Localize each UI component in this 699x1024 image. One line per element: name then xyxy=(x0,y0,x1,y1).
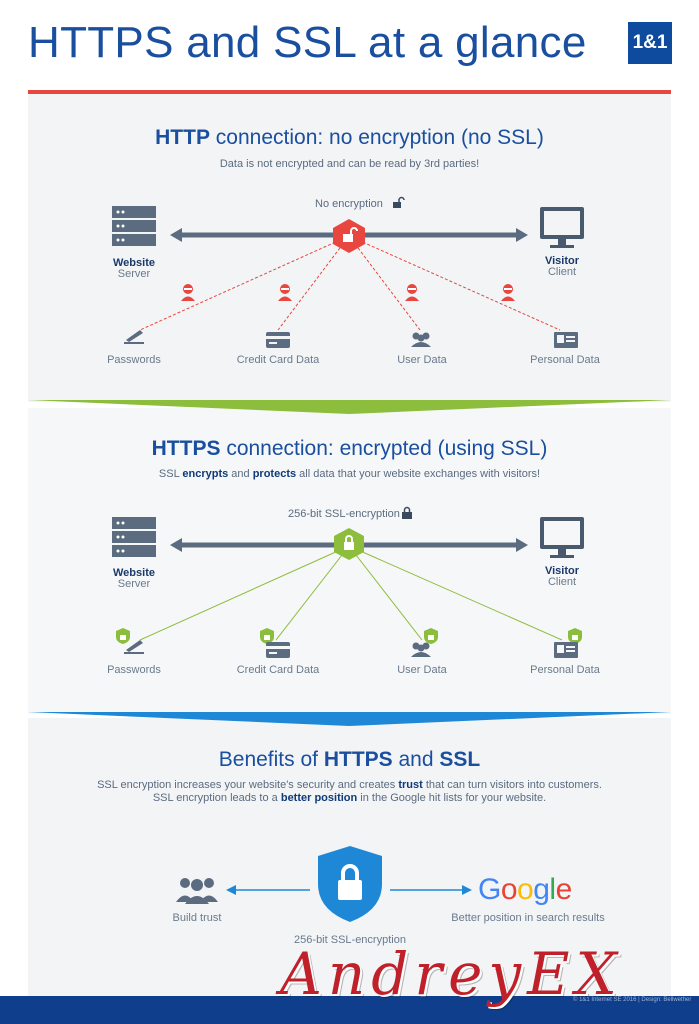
server-title: Website xyxy=(113,567,155,579)
shield-lock-icon xyxy=(334,528,364,560)
monitor-icon xyxy=(540,207,584,248)
copyright: © 1&1 Internet SE 2016 | Design: Bellwet… xyxy=(573,997,692,1003)
https-item-personal-data: Personal Data xyxy=(530,664,600,676)
credit-card-icon xyxy=(266,642,290,658)
spy-icon xyxy=(405,284,419,301)
http-item-personal-data: Personal Data xyxy=(530,354,600,366)
server-title: Website xyxy=(113,257,155,269)
https-panel xyxy=(28,408,671,714)
monitor-icon xyxy=(540,517,584,558)
signature-icon xyxy=(124,330,144,344)
spy-icon xyxy=(278,284,292,301)
https-item-credit-card: Credit Card Data xyxy=(236,664,320,676)
better-position-label: Better position in search results xyxy=(451,912,605,924)
credit-card-icon xyxy=(266,332,290,348)
http-heading: HTTP connection: no encryption (no SSL) xyxy=(155,126,544,149)
open-lock-icon xyxy=(393,196,405,208)
client-title: Visitor xyxy=(544,565,580,577)
users-icon xyxy=(411,332,431,347)
https-item-passwords: Passwords xyxy=(107,664,161,676)
server-icon xyxy=(112,517,156,557)
http-item-passwords: Passwords xyxy=(107,354,161,366)
benefits-line-2: SSL encryption leads to a better positio… xyxy=(152,792,547,804)
shield-lock-icon xyxy=(260,628,274,644)
https-subtitle: SSL encrypts and protects all data that … xyxy=(158,468,541,480)
shield-lock-icon xyxy=(116,628,130,644)
blue-chevron-divider xyxy=(28,712,671,726)
brand-logo: 1&1 xyxy=(628,22,672,64)
shield-label: 256-bit SSL-encryption xyxy=(294,934,406,946)
google-logo: Google xyxy=(478,873,572,906)
server-subtitle: Server xyxy=(117,268,151,280)
client-title: Visitor xyxy=(544,255,580,267)
lock-icon xyxy=(402,506,412,519)
https-heading: HTTPS connection: encrypted (using SSL) xyxy=(151,437,548,460)
https-item-user-data: User Data xyxy=(397,664,447,676)
client-subtitle: Client xyxy=(547,576,577,588)
http-item-credit-card: Credit Card Data xyxy=(236,354,320,366)
users-icon xyxy=(411,642,431,657)
title-divider xyxy=(28,90,671,94)
http-subtitle: Data is not encrypted and can be read by… xyxy=(219,158,480,170)
build-trust-label: Build trust xyxy=(172,912,222,924)
watermark-logo: AndreyEX xyxy=(280,940,623,1008)
signature-icon xyxy=(124,640,144,654)
no-encryption-label: No encryption xyxy=(315,198,383,210)
broken-lock-hexagon-icon xyxy=(333,219,365,253)
server-subtitle: Server xyxy=(117,578,151,590)
shield-lock-icon xyxy=(424,628,438,644)
spy-icon xyxy=(501,284,515,301)
spy-icon xyxy=(181,284,195,301)
group-icon xyxy=(176,878,218,904)
shield-lock-icon xyxy=(568,628,582,644)
benefits-heading: Benefits of HTTPS and SSL xyxy=(218,748,481,771)
client-subtitle: Client xyxy=(547,266,577,278)
id-card-icon xyxy=(554,642,578,658)
green-chevron-divider xyxy=(28,400,671,414)
ssl-encryption-label: 256-bit SSL-encryption xyxy=(288,508,400,520)
benefits-line-1: SSL encryption increases your website's … xyxy=(97,779,602,791)
http-item-user-data: User Data xyxy=(397,354,447,366)
page-title: HTTPS and SSL at a glance xyxy=(28,18,587,67)
server-icon xyxy=(112,206,156,246)
shield-lock-icon xyxy=(318,846,382,922)
footer-bar xyxy=(0,996,699,1024)
id-card-icon xyxy=(554,332,578,348)
